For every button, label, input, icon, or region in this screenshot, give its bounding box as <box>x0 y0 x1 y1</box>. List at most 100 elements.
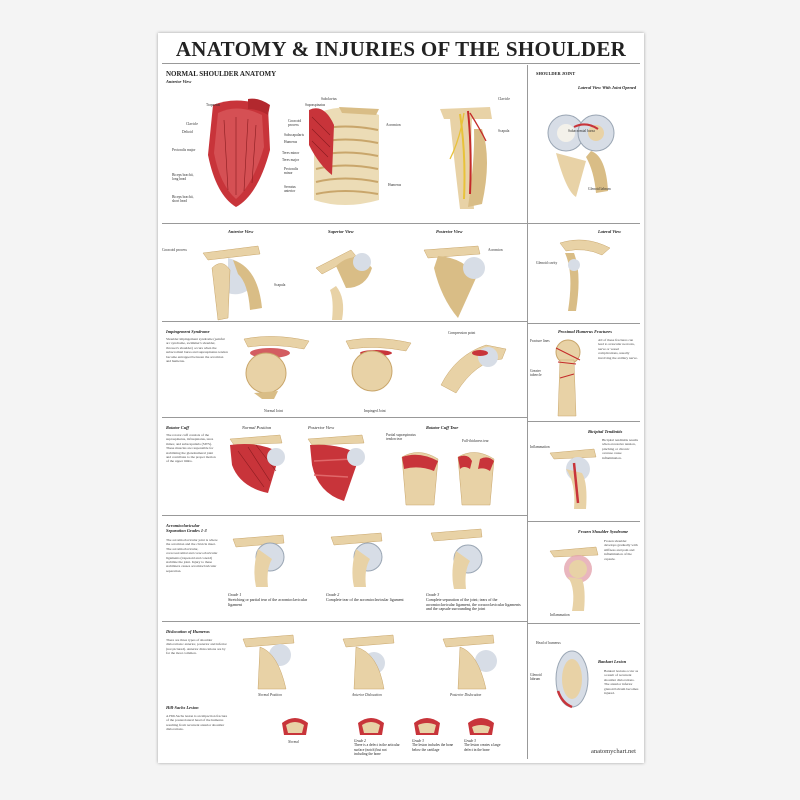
biceps-text: Bicipital tendinitis results when excess… <box>602 438 638 460</box>
impingement-arm-illustration <box>440 344 507 394</box>
poster: ANATOMY & INJURIES OF THE SHOULDER NORMA… <box>158 33 644 763</box>
label-trapezius: Trapezius <box>206 103 221 107</box>
proximal-fracture-illustration <box>555 339 581 417</box>
dislocation-normal-caption: Normal Position <box>258 693 282 697</box>
bankart-title: Bankart Lesion <box>598 659 627 664</box>
hill-sachs-grade4-caption: The lesion creates a large defect in the… <box>464 743 501 752</box>
ac-grade2-name: Grade 2 <box>326 592 340 597</box>
label-supraspinatus: Supraspinatus <box>305 103 326 107</box>
row2-superior-title: Superior View <box>328 229 354 234</box>
label-pectoralis-minor: Pectoralis minor <box>284 167 299 176</box>
label-biceps-short: Biceps brachii, short head <box>172 195 194 204</box>
row-divider-3 <box>162 417 527 418</box>
impingement-impinged-illustration <box>345 338 412 392</box>
ac-grade3-name: Grade 3 <box>426 592 440 597</box>
bankart-illustration <box>555 650 589 709</box>
section-joint-subtitle: Lateral View With Joint Opened <box>578 85 637 90</box>
hill-sachs-grade2-caption: There is a defect in the articular surfa… <box>354 743 400 756</box>
ac-grade1-caption: Stretching or partial tear of the acromi… <box>228 596 308 607</box>
ac-grade3-illustration <box>430 528 483 589</box>
lateral-view-title: Lateral View <box>598 229 622 234</box>
website-credit: anatomychart.net <box>591 748 636 755</box>
bone-anterior-illustration <box>202 245 262 321</box>
impingement-impinged-caption: Impinged Joint <box>364 409 386 413</box>
dislocation-posterior-illustration <box>442 634 497 690</box>
biceps-illustration <box>549 448 597 509</box>
frozen-illustration <box>549 546 599 611</box>
label-clavicle-right: Clavicle <box>498 97 510 101</box>
dislocation-anterior-caption: Anterior Dislocation <box>352 693 382 697</box>
right-divider-3 <box>527 521 640 522</box>
label-biceps-long: Biceps brachii, long head <box>172 173 194 182</box>
hill-sachs-grade3-name: Grade 3 <box>412 739 424 743</box>
dislocation-normal-illustration <box>242 634 295 690</box>
label-compression: Compression point <box>448 331 476 335</box>
label-subclavius: Subclavius <box>321 97 337 101</box>
label-humerus-right: Humerus <box>388 183 402 187</box>
muscle-anterior-illustration <box>208 98 270 207</box>
section-normal-subtitle: Anterior View <box>166 79 192 84</box>
row2-posterior-title: Posterior View <box>436 229 463 234</box>
row-divider-2 <box>162 321 527 322</box>
label-teres-major: Teres major <box>282 158 300 162</box>
label-inflammation-biceps: Inflammation <box>530 445 550 449</box>
hill-sachs-grade2-name: Grade 2 <box>354 739 366 743</box>
rotator-posterior-view: Posterior View <box>308 425 335 430</box>
label-acromion-top: Acromion <box>386 123 401 127</box>
rotator-normal-position: Normal Position <box>242 425 272 430</box>
title-divider <box>162 63 640 64</box>
frozen-title: Frozen Shoulder Syndrome <box>578 529 629 534</box>
ac-grade3-caption: Complete separation of the joint; tears … <box>426 596 521 612</box>
proximal-title: Proximal Humerus Fractures <box>558 329 612 334</box>
frozen-text: Frozen shoulder develops gradually with … <box>604 539 638 561</box>
dislocation-title: Dislocation of Humerus <box>166 629 210 634</box>
bone-posterior-illustration <box>423 245 485 318</box>
hill-sachs-grade4-illustration <box>468 718 494 735</box>
dislocation-text: There are three types of shoulder disloc… <box>166 638 227 656</box>
label-bursa: Subacromial bursa <box>568 129 595 133</box>
row-divider-4 <box>162 515 527 516</box>
label-glenoid-labrum: Glenoid labrum <box>588 187 611 191</box>
ribcage-scapula-illustration <box>309 107 379 205</box>
ac-sep-title: Acromioclavicular Separation Grades 1-3 <box>166 523 207 533</box>
right-divider-4 <box>527 623 640 624</box>
hill-sachs-title: Hill-Sachs Lesion <box>166 705 199 710</box>
ac-grade2-caption: Complete tear of the acromioclavicular l… <box>326 596 404 602</box>
impingement-text: Shoulder impingement syndrome (painful a… <box>166 337 228 363</box>
label-humerus: Humerus <box>284 140 298 144</box>
row-divider-1 <box>162 223 640 224</box>
label-scapula-right: Scapula <box>498 129 510 133</box>
nerves-vessels-illustration <box>440 107 492 209</box>
label-head-humerus: Head of humerus <box>536 641 561 645</box>
label-serratus: Serratus anterior <box>284 185 296 194</box>
ac-grade1-name: Grade 1 <box>228 592 242 597</box>
ac-grade2-illustration <box>330 532 383 587</box>
bone-superior-illustration <box>315 249 372 320</box>
proximal-text: All of these fractures can lead to avasc… <box>598 338 638 360</box>
label-pectoralis-major: Pectoralis major <box>172 148 196 152</box>
right-divider-1 <box>527 323 640 324</box>
hill-sachs-grade3-illustration <box>414 718 440 735</box>
hill-sachs-grade2-illustration <box>358 718 384 735</box>
column-divider <box>527 65 528 759</box>
row-divider-5 <box>162 621 527 622</box>
hill-sachs-grade4-name: Grade 3 <box>464 739 476 743</box>
bankart-text: Bankart lesions occur as a result of rec… <box>604 669 639 695</box>
hill-sachs-normal-caption: Normal <box>288 740 299 744</box>
rotator-anterior-illustration <box>229 434 285 493</box>
dislocation-anterior-illustration <box>342 634 395 690</box>
biceps-title: Bicipital Tendinitis <box>588 429 623 434</box>
label-deltoid: Deltoid <box>182 130 193 134</box>
rotator-text: The rotator cuff consists of the suprasp… <box>166 433 216 464</box>
rc-tear-partial-illustration <box>401 452 439 506</box>
rotator-title: Rotator Cuff <box>166 425 189 430</box>
label-full-tear: Full-thickness tear <box>462 439 489 443</box>
label-teres-minor: Teres minor <box>282 151 300 155</box>
right-divider-2 <box>527 421 640 422</box>
